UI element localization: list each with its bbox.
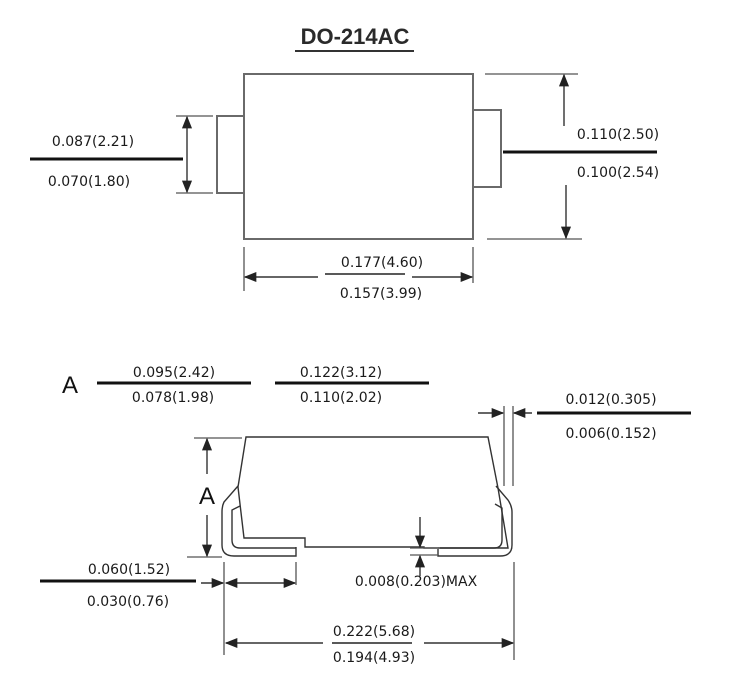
dimension-a-1-max: 0.095(2.42) bbox=[133, 365, 215, 381]
side-view-body bbox=[237, 436, 509, 549]
lead-thickness-max: 0.012(0.305) bbox=[565, 392, 656, 408]
overall-length-max: 0.222(5.68) bbox=[333, 624, 415, 640]
body-length-max: 0.177(4.60) bbox=[341, 255, 423, 271]
package-title: DO-214AC bbox=[301, 24, 410, 49]
dimension-a-label-top: A bbox=[62, 372, 78, 399]
dimension-a-2-min: 0.110(2.02) bbox=[300, 390, 382, 406]
dimension-a-label-side: A bbox=[199, 483, 215, 510]
standoff-dimension: 0.008(0.203)MAX bbox=[355, 517, 478, 590]
lead-height-dimension: 0.087(2.21) 0.070(1.80) bbox=[30, 115, 213, 194]
side-view-right-lead-inner bbox=[440, 503, 503, 549]
lead-length-dimension: 0.060(1.52) 0.030(0.76) bbox=[40, 562, 297, 655]
body-height-dimension: 0.110(2.50) 0.100(2.54) bbox=[485, 73, 659, 240]
lead-length-min: 0.030(0.76) bbox=[87, 594, 169, 610]
top-view-left-lead bbox=[216, 115, 245, 194]
side-view: A 0.095(2.42) 0.078(1.98) 0.122(3.12) 0.… bbox=[40, 365, 691, 666]
top-view: 0.087(2.21) 0.070(1.80) 0.110(2.50) 0.10… bbox=[30, 73, 659, 302]
body-length-min: 0.157(3.99) bbox=[340, 286, 422, 302]
dimension-a-values: A 0.095(2.42) 0.078(1.98) 0.122(3.12) 0.… bbox=[62, 365, 429, 406]
lead-thickness-min: 0.006(0.152) bbox=[565, 426, 656, 442]
dimension-a-1-min: 0.078(1.98) bbox=[132, 390, 214, 406]
top-view-right-lead bbox=[472, 109, 502, 188]
height-a-dimension: A bbox=[187, 437, 242, 558]
standoff-value: 0.008(0.203)MAX bbox=[355, 574, 478, 590]
body-height-min: 0.100(2.54) bbox=[577, 165, 659, 181]
side-view-left-lead-inner bbox=[231, 505, 296, 549]
lead-length-max: 0.060(1.52) bbox=[88, 562, 170, 578]
body-length-dimension: 0.177(4.60) 0.157(3.99) bbox=[243, 247, 474, 302]
dimension-a-2-max: 0.122(3.12) bbox=[300, 365, 382, 381]
title-group: DO-214AC bbox=[295, 24, 414, 52]
lead-thickness-dimension: 0.012(0.305) 0.006(0.152) bbox=[478, 392, 691, 486]
body-height-max: 0.110(2.50) bbox=[577, 127, 659, 143]
side-view-left-lead-outer bbox=[221, 485, 297, 557]
top-view-body bbox=[243, 73, 474, 240]
lead-height-min: 0.070(1.80) bbox=[48, 174, 130, 190]
overall-length-min: 0.194(4.93) bbox=[333, 650, 415, 666]
side-view-right-lead-outer bbox=[437, 485, 513, 557]
overall-length-dimension: 0.222(5.68) 0.194(4.93) bbox=[224, 562, 515, 666]
lead-height-max: 0.087(2.21) bbox=[52, 134, 134, 150]
